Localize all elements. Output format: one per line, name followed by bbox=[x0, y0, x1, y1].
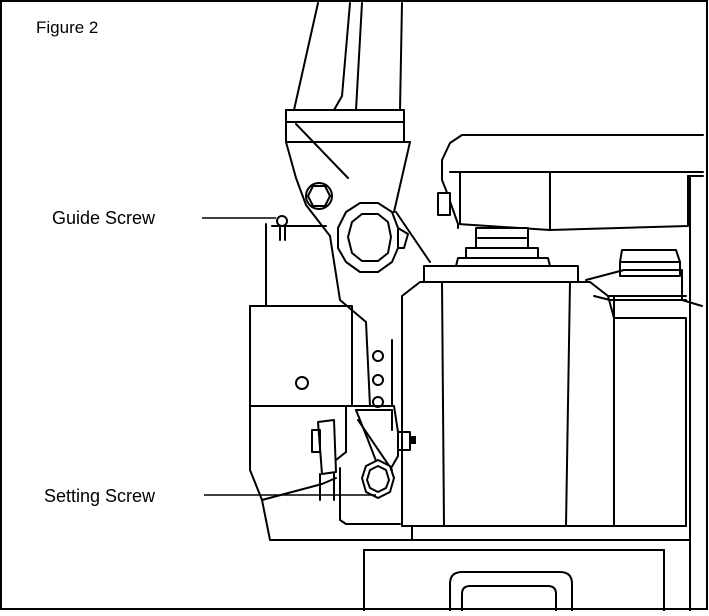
upper-arm bbox=[293, 2, 403, 111]
setting-screw-callout: Setting Screw bbox=[44, 486, 376, 506]
side-cap bbox=[585, 249, 703, 307]
chain-links bbox=[365, 321, 393, 408]
head-housing bbox=[285, 109, 431, 323]
top-right-block bbox=[437, 134, 704, 612]
guide-screw-label: Guide Screw bbox=[52, 208, 156, 228]
pivot-nut bbox=[337, 202, 409, 273]
lower-left-block bbox=[249, 305, 413, 541]
motor-housing bbox=[401, 281, 691, 541]
figure-title: Figure 2 bbox=[36, 18, 98, 37]
guide-screw-callout: Guide Screw bbox=[52, 208, 276, 228]
base-table bbox=[363, 549, 665, 612]
guide-screw-head bbox=[276, 215, 288, 227]
setting-screw-nut bbox=[361, 459, 395, 499]
arm-bolt bbox=[305, 182, 333, 210]
spindle-stack bbox=[423, 227, 579, 283]
guide-block bbox=[265, 215, 327, 307]
setting-screw-label: Setting Screw bbox=[44, 486, 156, 506]
